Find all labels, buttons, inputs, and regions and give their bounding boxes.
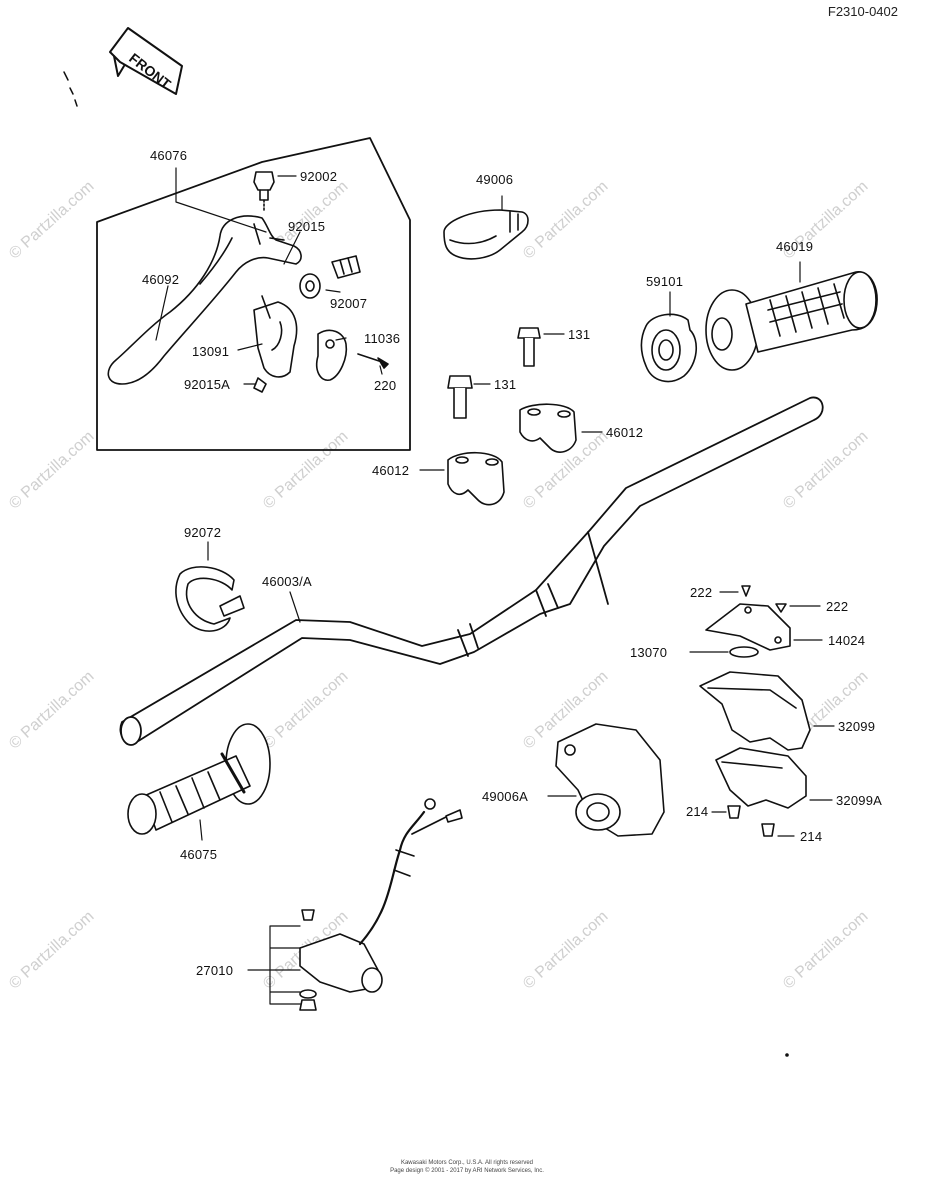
clamp-46012-upper [519,403,603,453]
part-label-49006A[interactable]: 49006A [482,789,529,804]
part-label-214-right[interactable]: 214 [800,829,823,844]
switch-27010 [247,798,463,1011]
leader-46003A [289,591,301,623]
part-label-92072[interactable]: 92072 [184,525,222,540]
part-label-46012-lower[interactable]: 46012 [372,463,410,478]
part-label-59101[interactable]: 59101 [646,274,684,289]
band-92072 [175,541,245,632]
dot-mark [785,1053,789,1057]
part-label-92007[interactable]: 92007 [330,296,368,311]
part-label-131-lower[interactable]: 131 [494,377,517,392]
part-label-13091[interactable]: 13091 [192,344,230,359]
part-label-222-left[interactable]: 222 [690,585,713,600]
diagram-code: F2310-0402 [827,4,898,19]
throttle-grip-46019 [705,261,878,371]
leader-lines [155,167,383,385]
part-label-46092[interactable]: 46092 [142,272,180,287]
handlebar-46003A [119,396,824,746]
copyright-line-1: Kawasaki Motors Corp., U.S.A. All rights… [400,1160,534,1166]
clamp-46012-lower [419,451,505,506]
part-label-49006[interactable]: 49006 [476,172,514,187]
part-label-32099[interactable]: 32099 [838,719,876,734]
part-label-13070[interactable]: 13070 [630,645,668,660]
dash-marks [63,71,78,107]
screws-214 [711,805,795,837]
bolt-92002 [253,171,275,213]
part-label-27010[interactable]: 27010 [196,963,234,978]
part-label-46019[interactable]: 46019 [776,239,814,254]
bolt-131-lower [447,375,491,419]
part-label-92015A[interactable]: 92015A [184,377,231,392]
washer-13070 [689,646,759,658]
holder-13091 [253,295,389,393]
housing-32099 [699,671,835,751]
front-arrow-icon: FRONT [109,27,183,95]
housing-32099A [715,747,833,809]
lever-46092 [107,215,302,385]
lever-assembly-border [96,137,411,451]
part-label-46076[interactable]: 46076 [150,148,188,163]
part-label-14024[interactable]: 14024 [828,633,866,648]
pulley-59101 [640,291,697,383]
cover-14024 [705,585,823,651]
housing-49006A [547,723,665,837]
part-label-46012-upper[interactable]: 46012 [606,425,644,440]
part-label-46003A[interactable]: 46003/A [262,574,312,589]
part-label-214-left[interactable]: 214 [686,804,709,819]
copyright-line-2: Page design © 2001 - 2017 by ARI Network… [390,1168,544,1174]
part-label-131-upper[interactable]: 131 [568,327,591,342]
cover-49006 [443,195,529,260]
part-label-222-right[interactable]: 222 [826,599,849,614]
part-label-32099A[interactable]: 32099A [836,793,883,808]
part-label-220[interactable]: 220 [374,378,397,393]
part-label-11036[interactable]: 11036 [364,331,401,346]
part-label-92015[interactable]: 92015 [288,219,326,234]
adjuster-92007 [299,255,361,299]
left-grip-46075 [127,723,271,841]
bolt-131-upper [517,327,565,367]
part-label-46075[interactable]: 46075 [180,847,218,862]
part-label-92002[interactable]: 92002 [300,169,338,184]
